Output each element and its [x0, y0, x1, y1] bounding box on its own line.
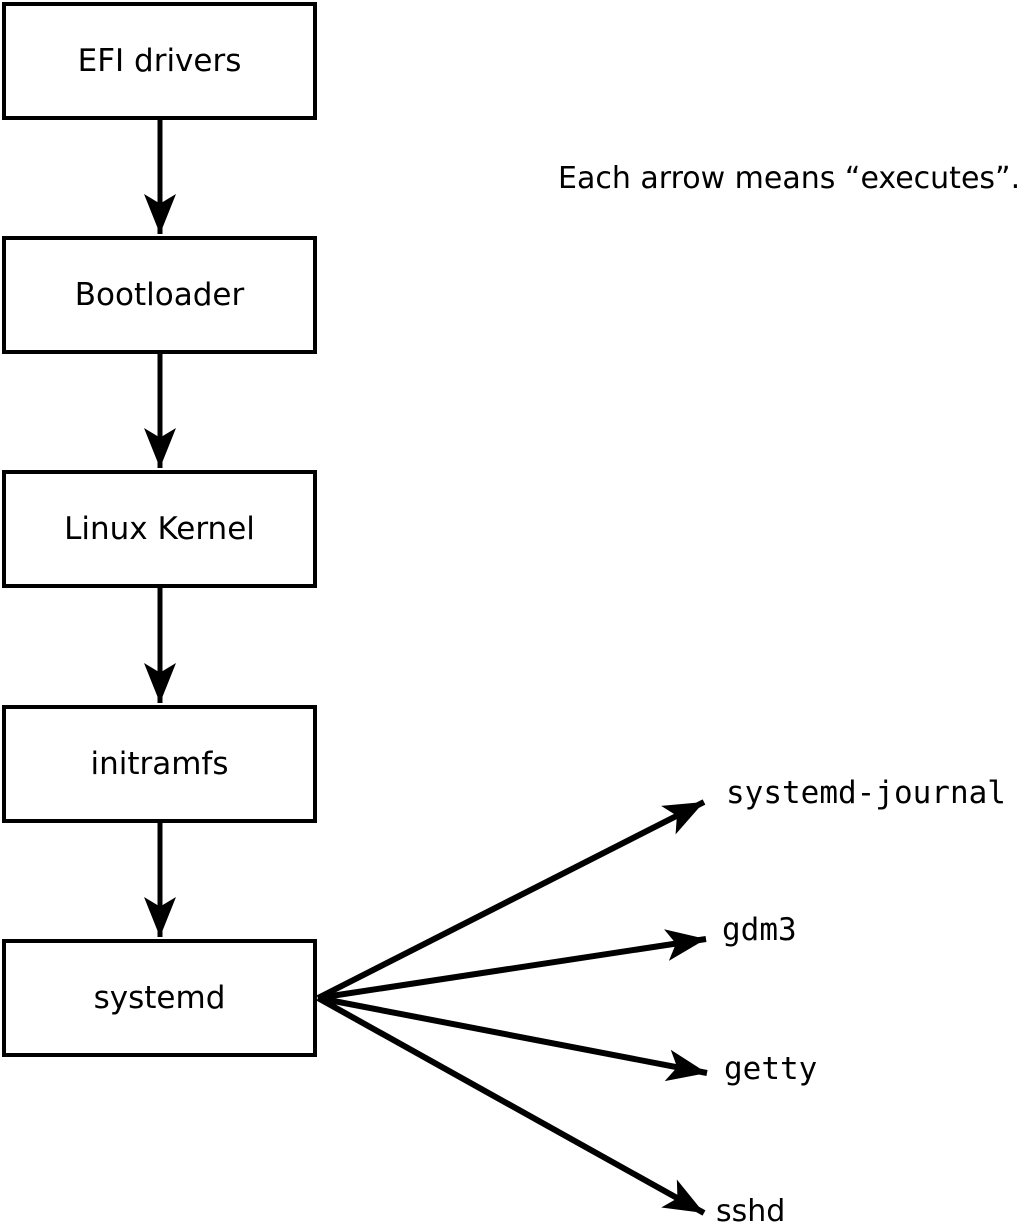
note-arrow-meaning: Each arrow means “executes”.: [558, 161, 1021, 196]
box-systemd: systemd: [2, 939, 317, 1057]
arrow-systemd-to-gdm3: [317, 929, 707, 1001]
arrow-systemd-to-sshd: [316, 995, 706, 1216]
box-systemd-label: systemd: [93, 979, 226, 1016]
service-label-systemd-journal: systemd-journal: [726, 775, 1006, 811]
service-label-gdm3: gdm3: [722, 912, 797, 948]
arrow-systemd-to-systemd-journal: [316, 799, 706, 1001]
box-efi-drivers-label: EFI drivers: [77, 42, 242, 79]
box-bootloader: Bootloader: [2, 236, 317, 354]
box-efi-drivers: EFI drivers: [2, 2, 317, 120]
box-linux-kernel-label: Linux Kernel: [64, 510, 255, 547]
service-label-sshd: sshd: [716, 1194, 786, 1229]
box-linux-kernel: Linux Kernel: [2, 470, 317, 588]
service-label-getty: getty: [724, 1051, 818, 1087]
box-initramfs: initramfs: [2, 705, 317, 823]
box-initramfs-label: initramfs: [90, 745, 229, 782]
arrow-systemd-to-getty: [317, 995, 708, 1082]
box-bootloader-label: Bootloader: [74, 276, 245, 313]
